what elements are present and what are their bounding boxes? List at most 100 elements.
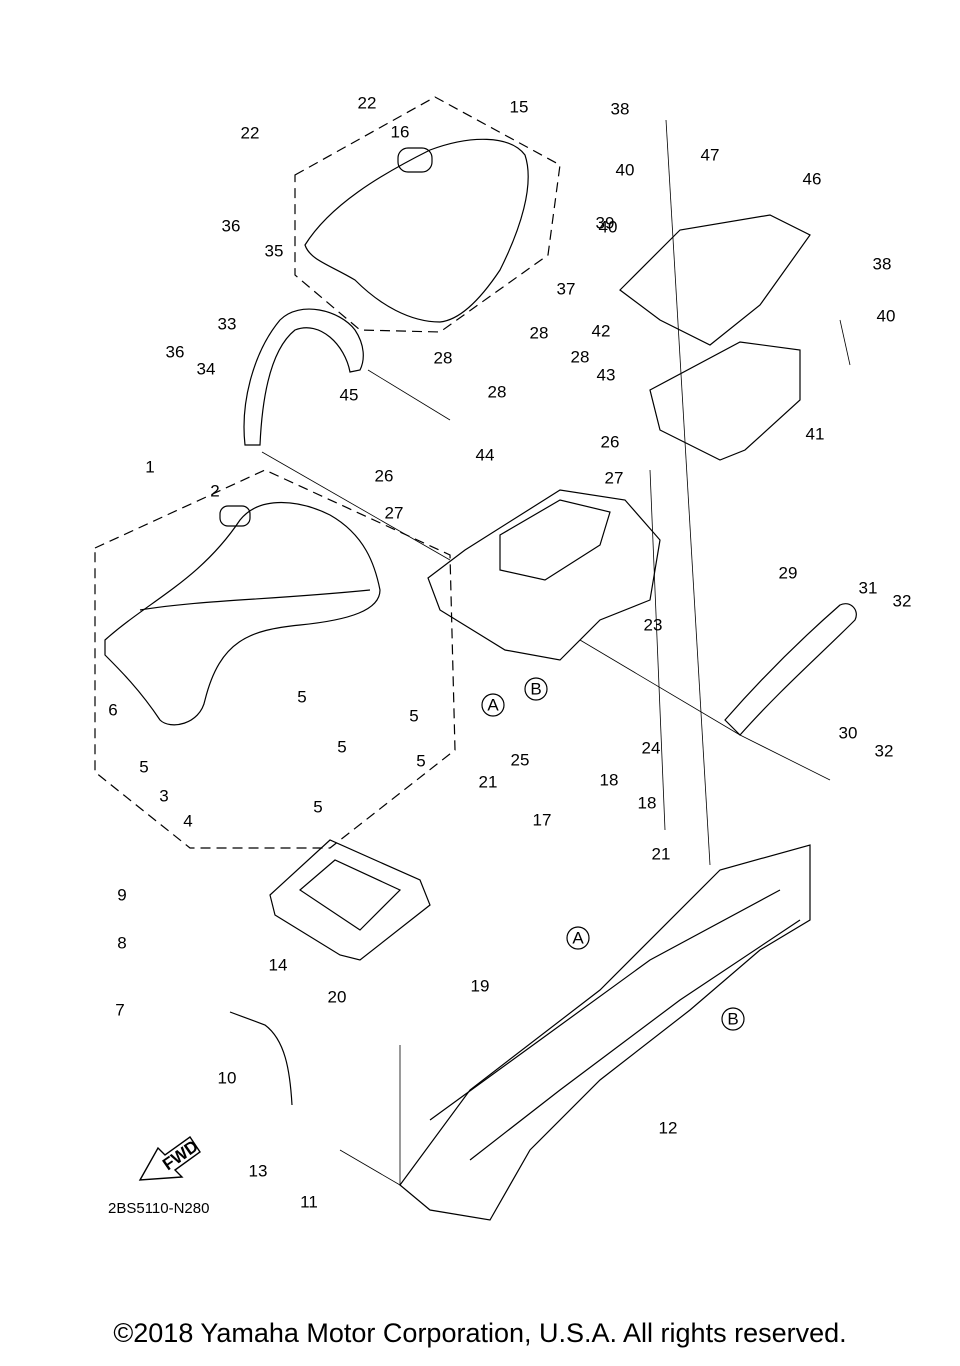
callout-43: 43 (597, 365, 616, 384)
ref-circle-B-upper (524, 677, 548, 701)
callout-32a: 32 (893, 591, 912, 610)
callout-12: 12 (659, 1118, 678, 1137)
callout-22a: 22 (241, 123, 260, 142)
callout-44: 44 (476, 445, 495, 464)
callout-20: 20 (328, 987, 347, 1006)
callout-40c: 40 (877, 306, 896, 325)
callout-5c: 5 (337, 737, 346, 756)
main-seat (104, 502, 381, 726)
guide-line (339, 1149, 401, 1186)
callout-40b: 40 (599, 217, 618, 236)
seat-bump-16 (397, 147, 433, 173)
ref-label-A-lower: A (572, 928, 584, 947)
callout-17: 17 (533, 810, 552, 829)
callout-8: 8 (117, 933, 126, 952)
callout-15: 15 (510, 97, 529, 116)
callout-5a: 5 (139, 757, 148, 776)
fwd-arrow: FWD (138, 1136, 202, 1181)
ref-circle-A-upper (481, 693, 505, 717)
callout-16: 16 (391, 122, 410, 141)
main-frame-rail (429, 889, 781, 1121)
copyright-notice: ©2018 Yamaha Motor Corporation, U.S.A. A… (113, 1318, 847, 1348)
callout-36b: 36 (166, 342, 185, 361)
callout-37: 37 (557, 279, 576, 298)
callout-39: 39 (596, 213, 615, 232)
callout-18b: 18 (638, 793, 657, 812)
callout-5e: 5 (416, 751, 425, 770)
seat-bump-2 (219, 505, 251, 527)
group-outline-1 (94, 469, 456, 849)
diagram-code: 2BS5110-N280 (108, 1200, 209, 1217)
callout-11: 11 (300, 1192, 318, 1211)
guide-line (261, 451, 451, 561)
callout-25: 25 (511, 750, 530, 769)
callout-2: 2 (210, 481, 219, 500)
callout-34: 34 (197, 359, 216, 378)
ref-label-B-lower: B (727, 1009, 738, 1028)
callout-27a: 27 (385, 503, 404, 522)
callout-31: 31 (859, 578, 878, 597)
callout-18a: 18 (600, 770, 619, 789)
callout-47: 47 (701, 145, 720, 164)
fwd-label: FWD (159, 1136, 202, 1174)
callout-42: 42 (592, 321, 611, 340)
guide-line (367, 369, 451, 421)
callout-5b: 5 (297, 687, 306, 706)
grab-bar-29 (724, 603, 857, 736)
ref-circle-B-lower (721, 1007, 745, 1031)
callout-10: 10 (218, 1068, 237, 1087)
callout-7: 7 (115, 1000, 124, 1019)
callout-28a: 28 (434, 348, 453, 367)
callout-38a: 38 (611, 99, 630, 118)
callout-23: 23 (644, 615, 663, 634)
callout-22b: 22 (358, 93, 377, 112)
callout-38b: 38 (873, 254, 892, 273)
callout-3: 3 (159, 786, 168, 805)
callout-21a: 21 (479, 772, 498, 791)
guide-line (739, 734, 831, 781)
callout-28d: 28 (571, 347, 590, 366)
callout-24: 24 (642, 738, 661, 757)
callout-30: 30 (839, 723, 858, 742)
guide-line (579, 639, 741, 736)
callout-26a: 26 (375, 466, 394, 485)
ref-circle-A-lower (566, 926, 590, 950)
callout-29: 29 (779, 563, 798, 582)
callout-35: 35 (265, 241, 284, 260)
guide-line (649, 469, 666, 831)
group-outline-15 (294, 96, 561, 333)
callout-13: 13 (249, 1161, 268, 1180)
callout-5f: 5 (313, 797, 322, 816)
callout-46: 46 (803, 169, 822, 188)
callout-21b: 21 (652, 844, 671, 863)
frame-14 (269, 839, 431, 961)
grab-bar-33 (243, 308, 364, 446)
callout-45: 45 (340, 385, 359, 404)
callout-41: 41 (806, 424, 825, 443)
callout-4: 4 (183, 811, 192, 830)
carrier-37 (619, 214, 811, 346)
callout-6: 6 (108, 700, 117, 719)
callout-9: 9 (117, 885, 126, 904)
frame-14-inner (299, 859, 402, 931)
cable-10 (229, 1011, 293, 1106)
callout-1: 1 (145, 457, 154, 476)
callout-28c: 28 (530, 323, 549, 342)
callout-26b: 26 (601, 432, 620, 451)
callout-32b: 32 (875, 741, 894, 760)
main-frame-rail-2 (469, 919, 801, 1161)
callout-33: 33 (218, 314, 237, 333)
main-frame (399, 844, 811, 1221)
callout-5d: 5 (409, 706, 418, 725)
callout-28b: 28 (488, 382, 507, 401)
callout-19: 19 (471, 976, 490, 995)
ref-label-B-upper: B (530, 679, 541, 698)
tray-23 (427, 489, 661, 661)
callout-14: 14 (269, 955, 288, 974)
callout-36a: 36 (222, 216, 241, 235)
guide-line (665, 119, 711, 866)
guide-line (839, 319, 851, 366)
rear-seat (304, 138, 529, 323)
callout-40a: 40 (616, 160, 635, 179)
